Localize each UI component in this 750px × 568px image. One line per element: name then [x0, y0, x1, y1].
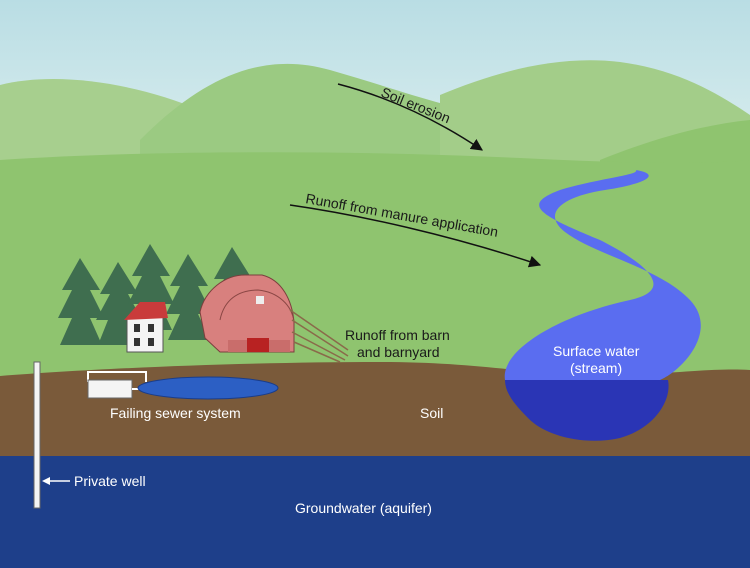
- manure-runoff-arrow: [289, 204, 542, 268]
- label-surface-water-line2: (stream): [570, 360, 622, 376]
- house: [124, 302, 168, 353]
- sewage-pond: [137, 376, 279, 400]
- sewer-system: [87, 371, 279, 400]
- label-private-well: Private well: [74, 473, 146, 489]
- label-runoff-barn-line2: and barnyard: [357, 344, 440, 360]
- label-soil: Soil: [420, 405, 443, 421]
- stream-pool: [505, 380, 669, 441]
- soil-erosion-arrow: [337, 83, 483, 151]
- tree-icon: [166, 254, 212, 340]
- barnyard-runoff-lines: [289, 309, 349, 363]
- label-groundwater: Groundwater (aquifer): [295, 500, 432, 516]
- background-hills: [0, 60, 750, 175]
- private-well-pipe: [33, 361, 41, 509]
- barn: [199, 274, 295, 353]
- tree-icon: [128, 244, 174, 330]
- label-runoff-barn-line1: Runoff from barn: [345, 327, 450, 343]
- private-well-arrowhead: [42, 477, 50, 485]
- label-surface-water-line1: Surface water: [553, 343, 640, 359]
- label-failing-sewer: Failing sewer system: [110, 405, 241, 421]
- stream: [504, 170, 701, 380]
- tree-icon: [58, 258, 104, 345]
- groundwater-layer: [0, 452, 750, 568]
